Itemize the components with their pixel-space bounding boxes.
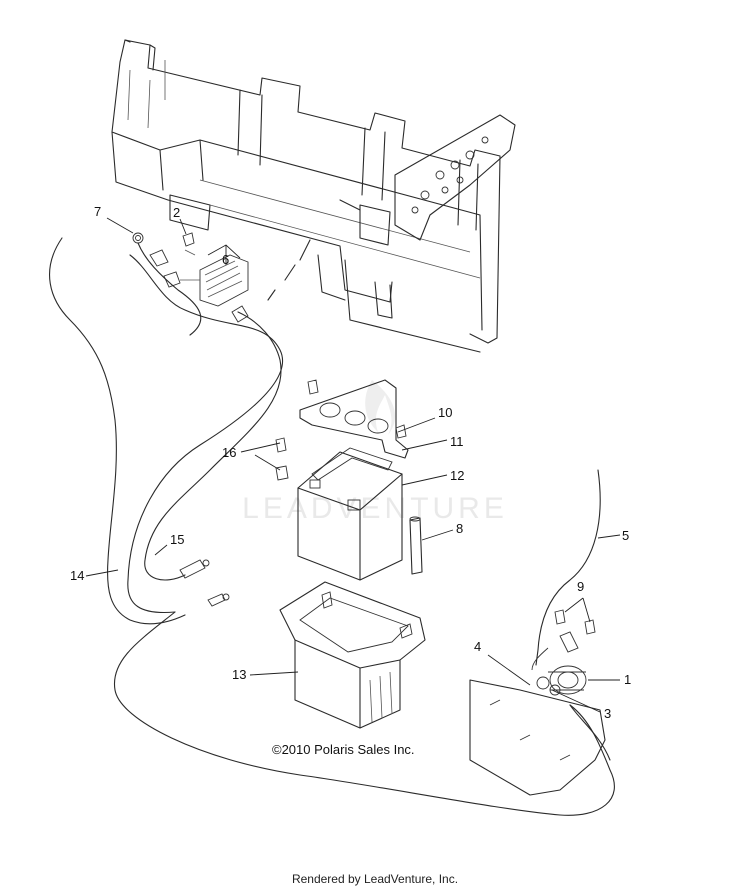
callout-15: 15 <box>170 532 184 547</box>
leader-lines <box>85 217 621 713</box>
battery <box>275 437 403 581</box>
callout-9: 9 <box>577 579 584 594</box>
callout-10: 10 <box>438 405 452 420</box>
callout-2: 2 <box>173 205 180 220</box>
watermark: LEADVENTURE <box>242 380 508 525</box>
callout-16: 16 <box>222 445 236 460</box>
battery-box <box>279 581 426 729</box>
footer-credit: Rendered by LeadVenture, Inc. <box>291 872 459 886</box>
callout-7: 7 <box>94 204 101 219</box>
callout-6: 6 <box>222 252 229 267</box>
callout-12: 12 <box>450 468 464 483</box>
battery-hold-down <box>299 379 409 459</box>
callout-3: 3 <box>604 706 611 721</box>
callout-1: 1 <box>624 672 631 687</box>
callout-5: 5 <box>622 528 629 543</box>
callout-14: 14 <box>70 568 84 583</box>
callout-11: 11 <box>450 434 464 449</box>
callout-4: 4 <box>474 639 481 654</box>
callouts: 7 2 6 10 11 16 12 8 5 15 14 9 4 13 1 3 <box>70 204 631 721</box>
callout-8: 8 <box>456 521 463 536</box>
solenoid-assembly <box>469 609 606 796</box>
cables <box>49 237 615 816</box>
callout-13: 13 <box>232 667 246 682</box>
watermark-text: LEADVENTURE <box>242 492 508 525</box>
frame-crossmember <box>111 39 516 353</box>
copyright-text: ©2010 Polaris Sales Inc. <box>272 742 415 757</box>
vent-tube <box>409 516 423 575</box>
